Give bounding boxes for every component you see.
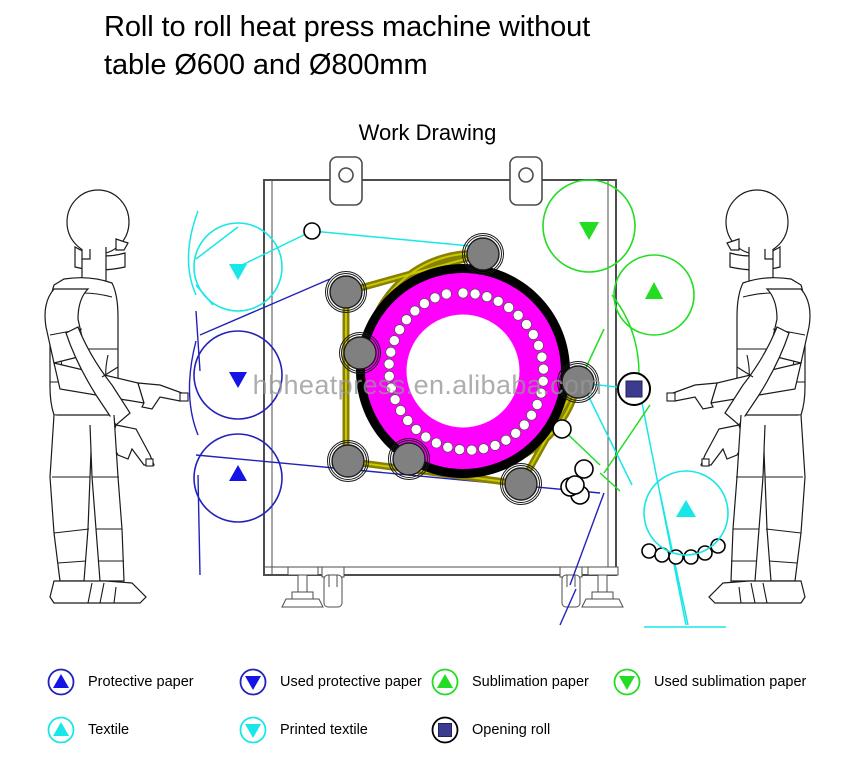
page-title-line-2: table Ø600 and Ø800mm: [104, 49, 428, 81]
roll-protective-paper: [193, 433, 283, 523]
protective-paper-icon: [47, 668, 75, 696]
lifting-lug-left: [329, 156, 363, 206]
legend-item-textile[interactable]: Textile: [46, 715, 129, 745]
caster-left: [321, 566, 345, 608]
legend-label-used-sublimation-paper: Used sublimation paper: [654, 674, 807, 690]
page-title: Roll to roll heat press machine without …: [104, 8, 744, 84]
roll-textile: [643, 470, 729, 556]
sublimation-paper-icon: [431, 668, 459, 696]
operator-figure-right: [666, 189, 811, 604]
support-foot-right: [581, 566, 624, 608]
operator-figure-left: [44, 189, 189, 604]
legend-item-opening-roll[interactable]: Opening roll: [430, 715, 550, 745]
roll-used-sublimation-paper: [542, 179, 636, 273]
used-protective-paper-icon: [239, 668, 267, 696]
legend-label-opening-roll: Opening roll: [472, 722, 551, 738]
page-title-line-1: Roll to roll heat press machine without: [104, 11, 591, 43]
drawing-subtitle: Work Drawing: [358, 120, 497, 145]
used-sublimation-paper-icon: [613, 668, 641, 696]
caster-right: [559, 566, 583, 608]
legend-label-protective-paper: Protective paper: [88, 674, 194, 690]
legend-item-printed-textile[interactable]: Printed textile: [238, 715, 368, 745]
machine-drawing: [44, 156, 811, 628]
legend-label-printed-textile: Printed textile: [280, 722, 368, 738]
guide-rollers: [303, 222, 726, 565]
roll-opening-marker: [617, 372, 651, 406]
roll-printed-textile: [193, 222, 283, 312]
lifting-lug-right: [509, 156, 543, 206]
legend-item-sublimation-paper[interactable]: Sublimation paper: [430, 667, 589, 697]
legend-label-textile: Textile: [88, 722, 130, 738]
opening-roll-icon: [431, 716, 459, 744]
legend-item-used-protective-paper[interactable]: Used protective paper: [238, 667, 422, 697]
heating-drum: [356, 264, 570, 478]
legend-item-used-sublimation-paper[interactable]: Used sublimation paper: [612, 667, 806, 697]
roll-used-protective-paper: [193, 330, 283, 420]
textile-icon: [47, 716, 75, 744]
legend-item-protective-paper[interactable]: Protective paper: [46, 667, 194, 697]
printed-textile-icon: [239, 716, 267, 744]
legend-label-sublimation-paper: Sublimation paper: [472, 674, 589, 690]
support-foot-left: [281, 566, 324, 608]
roll-sublimation-paper: [613, 254, 695, 336]
legend: Protective paper Used protective paper S…: [0, 655, 855, 760]
legend-label-used-protective-paper: Used protective paper: [280, 674, 422, 690]
drum-holes: [383, 287, 549, 456]
